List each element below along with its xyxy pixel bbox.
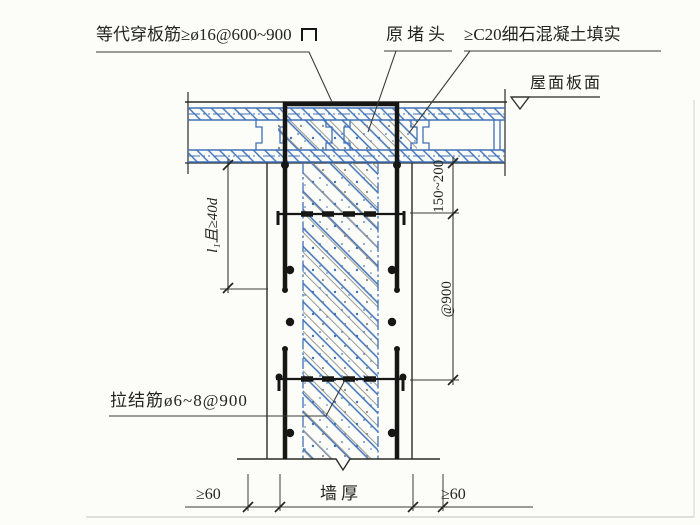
leader-tie-bar [109,379,346,417]
tie-bar-row-upper [276,211,406,225]
dimension-ticks [222,157,459,513]
bar-cross-section-dots [281,161,401,438]
wall-break-line [237,458,440,472]
wall-vertical-bars [282,346,400,459]
dim-left-edge: ≥60 [196,486,221,503]
page-edge-shadow [86,100,695,518]
masonry-wall [237,163,440,472]
dim-tie-spacing: @900 [438,281,455,318]
roof-level-mark [509,96,600,111]
u-shape-rebar-icon [300,28,317,41]
through-bar-label-text: 等代穿板筋≥ø16@600~900 [96,25,292,44]
reinforcement [275,101,407,459]
plug-label: 原堵头 [386,25,449,44]
leader-through-bar [96,51,333,103]
grouted-slab-cores [278,120,417,150]
dim-slab-to-tie: 150~200 [430,159,447,213]
dim-wall-thickness: 墙厚 [320,484,362,503]
dim-right-edge: ≥60 [441,486,466,503]
tie-bar-row-lower [275,373,407,391]
tie-bar-label: 拉结筋ø6~8@900 [110,391,248,410]
concrete-fill-label: ≥C20细石混凝土填实 [464,25,621,44]
leader-plug [367,50,452,133]
roof-surface-label: 屋面板面 [530,75,603,92]
dimension-lines [185,157,533,513]
slab-top-flange [188,107,505,121]
lap-length-label: l₁且≥40d [204,197,221,253]
leader-concrete-fill [408,50,661,134]
u-shape-through-bar [282,101,400,293]
grouted-wall-core [302,163,379,459]
slab-bottom-flange [188,149,505,163]
leader-lines [96,50,661,417]
through-bar-label: 等代穿板筋≥ø16@600~900 [96,25,317,45]
